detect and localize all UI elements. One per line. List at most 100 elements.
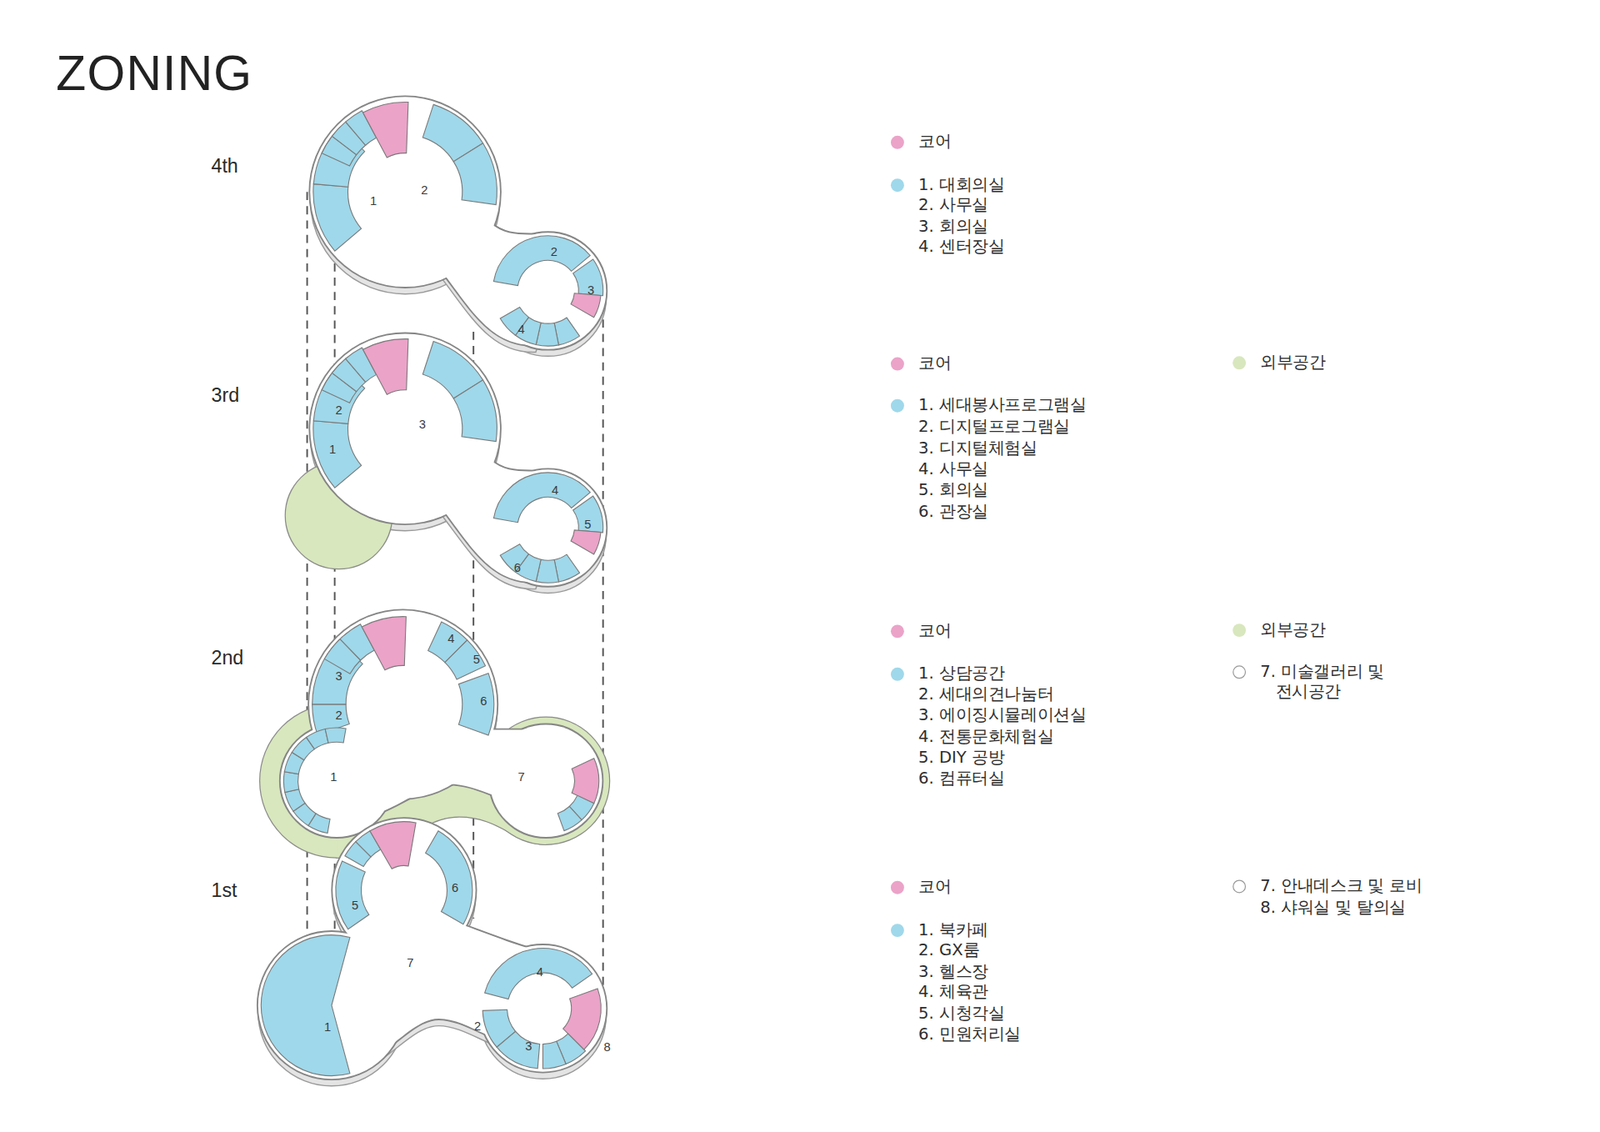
legend-list-item: 3. 헬스장 bbox=[918, 960, 989, 982]
core-zone bbox=[363, 102, 409, 159]
legend-swatch-outline bbox=[1232, 879, 1246, 893]
legend-list-item: 8. 샤워실 및 탈의실 bbox=[1260, 896, 1406, 918]
callout-number: 5 bbox=[584, 517, 591, 532]
room-zone bbox=[260, 935, 350, 1076]
room-zone bbox=[283, 771, 299, 793]
floor-plan bbox=[310, 96, 606, 356]
callout-number: 4 bbox=[447, 631, 455, 646]
callout-number: 2 bbox=[474, 1018, 481, 1033]
legend-text: 1. 세대봉사프로그램실 bbox=[918, 394, 1086, 415]
floor-plan bbox=[260, 610, 610, 857]
legend-list-item: 4. 센터장실 bbox=[918, 236, 1005, 258]
room-zone bbox=[425, 830, 473, 925]
room-zone bbox=[335, 860, 370, 930]
callout-number: 3 bbox=[525, 1039, 532, 1054]
legend-swatch bbox=[890, 880, 904, 894]
floor-label: 3rd bbox=[210, 383, 240, 408]
core-zone bbox=[370, 821, 416, 870]
legend-swatch bbox=[890, 178, 904, 192]
room-zone bbox=[496, 1030, 540, 1068]
callout-number: 3 bbox=[335, 668, 342, 683]
room-zone bbox=[458, 673, 494, 735]
callout-number: 4 bbox=[536, 964, 544, 979]
legend-list-item: 2. GX룸 bbox=[918, 939, 980, 960]
legend-list-item: 2. 사무실 bbox=[918, 194, 989, 215]
legend-list-item: 5. 시청각실 bbox=[918, 1002, 1005, 1024]
legend-text: 코어 bbox=[918, 875, 951, 897]
legend-swatch bbox=[1232, 623, 1246, 637]
callout-number: 4 bbox=[551, 482, 559, 497]
plan-floor bbox=[336, 730, 546, 822]
core-zone bbox=[570, 530, 601, 555]
legend-list-item: 4. 사무실 bbox=[918, 459, 989, 480]
floor-label: 2nd bbox=[210, 645, 244, 670]
legend-list-item: 2. 디지털프로그램실 bbox=[918, 415, 1070, 437]
callout-number: 3 bbox=[587, 282, 595, 297]
room-zone bbox=[313, 420, 362, 488]
legend-text: 1. 상담공간 bbox=[918, 662, 1005, 684]
legend-swatch bbox=[890, 666, 904, 680]
callout-number: 8 bbox=[603, 1040, 610, 1055]
plan-outline bbox=[336, 923, 551, 1072]
legend-list-item: 3. 에이징시뮬레이션실 bbox=[918, 705, 1086, 726]
legend-list-item: 2. 세대의견나눔터 bbox=[918, 683, 1054, 705]
core-zone bbox=[361, 616, 406, 670]
callout-number: 2 bbox=[550, 245, 558, 260]
legend-swatch bbox=[890, 624, 904, 638]
legend-text: 1. 북카페 bbox=[918, 919, 989, 940]
callout-number: 1 bbox=[324, 1019, 331, 1034]
legend-swatch-outline bbox=[1232, 665, 1246, 679]
legend-list-item: 3. 디지털체험실 bbox=[918, 437, 1037, 459]
legend-list-item: 3. 회의실 bbox=[918, 215, 989, 237]
legend-text: 코어 bbox=[918, 131, 951, 153]
diagram-title: ZONING bbox=[55, 45, 253, 103]
legend-list-item: 5. DIY 공방 bbox=[918, 746, 1005, 768]
core-zone bbox=[570, 293, 601, 318]
legend-list-item: 4. 체육관 bbox=[918, 981, 989, 1003]
legend-list-item: 6. 민원처리실 bbox=[918, 1023, 1021, 1045]
room-zone bbox=[285, 789, 305, 811]
callout-number: 6 bbox=[480, 694, 487, 709]
legend-swatch bbox=[890, 356, 904, 370]
floor-plan bbox=[285, 333, 606, 593]
room-zone bbox=[557, 805, 582, 830]
callout-number: 3 bbox=[419, 417, 426, 432]
room-zone bbox=[542, 1040, 566, 1069]
legend-text: 7. 미술갤러리 및 전시공간 bbox=[1260, 660, 1398, 704]
room-zone bbox=[485, 948, 593, 1000]
room-zone bbox=[325, 727, 346, 743]
legend-list-item: 4. 전통문화체험실 bbox=[918, 725, 1054, 747]
legend-swatch bbox=[890, 135, 904, 149]
legend-swatch bbox=[890, 398, 904, 412]
legend-text: 코어 bbox=[918, 352, 951, 374]
legend-list-item: 6. 컴퓨터실 bbox=[918, 768, 1005, 790]
legend-text: 외부공간 bbox=[1260, 351, 1325, 373]
floor-label: 4th bbox=[210, 154, 238, 179]
room-zone bbox=[453, 143, 497, 205]
callout-number: 4 bbox=[518, 322, 525, 337]
callout-number: 7 bbox=[518, 769, 525, 784]
legend-text: 코어 bbox=[918, 620, 951, 641]
room-zone bbox=[306, 729, 329, 750]
legend-text: 외부공간 bbox=[1260, 619, 1325, 640]
room-zone bbox=[313, 184, 362, 251]
legend-list-item: 6. 관장실 bbox=[918, 500, 989, 522]
core-zone bbox=[571, 758, 600, 804]
room-zone bbox=[573, 495, 604, 533]
floor-plan bbox=[258, 818, 607, 1086]
callout-number: 6 bbox=[451, 880, 459, 895]
legend-text: 7. 안내데스크 및 로비 bbox=[1260, 875, 1422, 896]
legend-swatch bbox=[1232, 355, 1246, 370]
callout-number: 5 bbox=[473, 651, 480, 666]
callout-number: 5 bbox=[351, 898, 359, 913]
callout-number: 1 bbox=[370, 194, 377, 209]
callout-number: 2 bbox=[335, 708, 342, 723]
callout-number: 2 bbox=[420, 182, 428, 197]
callout-number: 1 bbox=[330, 769, 337, 784]
callout-number: 7 bbox=[406, 955, 414, 970]
plan-floor bbox=[336, 923, 551, 1072]
legend-list-item: 5. 회의실 bbox=[918, 479, 989, 500]
